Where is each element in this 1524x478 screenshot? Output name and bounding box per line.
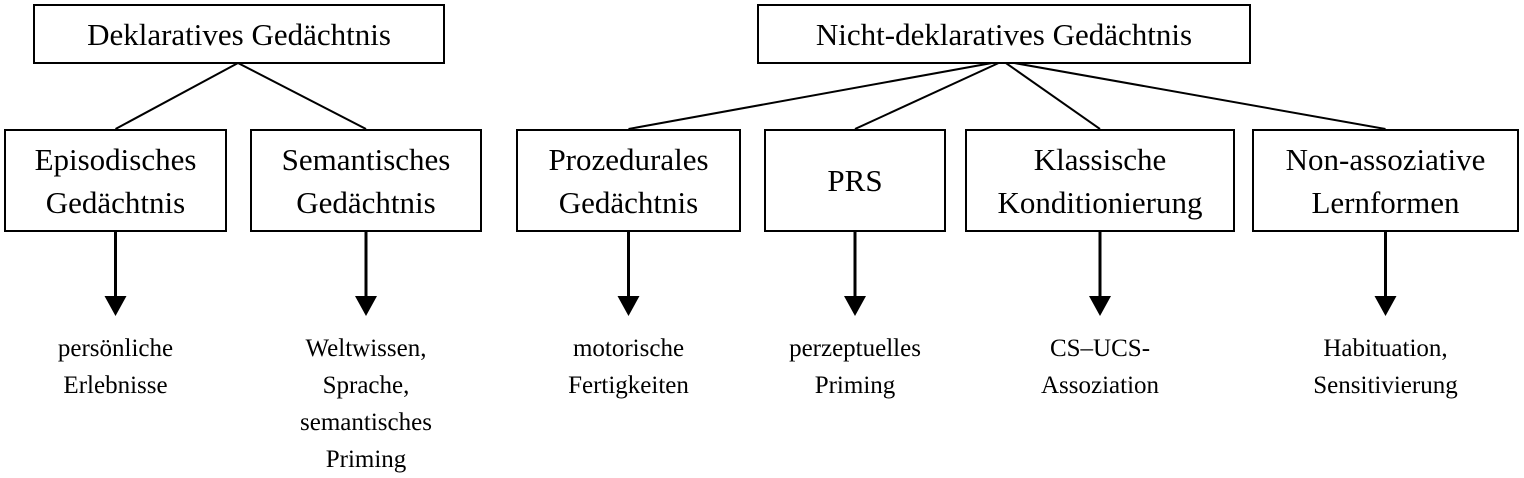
prs-outcome-line: perzeptuelles xyxy=(789,335,921,362)
episodic-memory-outcome-line: persönliche xyxy=(57,335,174,362)
connector-declarative-episodic-memory xyxy=(115,62,239,130)
classical-conditioning-label-line: Konditionierung xyxy=(997,184,1203,220)
procedural-memory-outcome-line: Fertigkeiten xyxy=(568,372,689,399)
connector-nondeclarative-classical-conditioning xyxy=(1002,60,1101,130)
non-associative-learning-outcome: Habituation, Sensitivierung xyxy=(1313,330,1457,404)
semantic-memory-arrowhead xyxy=(355,296,377,316)
procedural-memory-label-line: Gedächtnis xyxy=(558,184,699,220)
classical-conditioning-arrowhead xyxy=(1089,296,1111,316)
episodic-memory-arrowhead xyxy=(104,296,127,316)
prs-label-line: PRS xyxy=(827,163,883,198)
procedural-memory-label-line: Prozedurales xyxy=(548,141,709,177)
classical-conditioning-outcome-line: CS–UCS- xyxy=(1049,335,1151,362)
classical-conditioning-label-line: Klassische xyxy=(1033,141,1167,177)
root-declarative-memory-box: Deklaratives Gedächtnis xyxy=(33,4,445,64)
connector-nondeclarative-procedural-memory xyxy=(628,60,1004,130)
semantic-memory-outcome-line: semantisches xyxy=(300,409,432,436)
episodic-memory-label-line: Episodisches xyxy=(34,141,197,177)
non-associative-learning-label-line: Lernformen xyxy=(1311,184,1460,220)
prs-arrowhead xyxy=(844,296,866,316)
non-associative-learning-outcome-line: Sensitivierung xyxy=(1313,372,1458,399)
semantic-memory-outcome-line: Priming xyxy=(325,446,407,473)
procedural-memory-outcome-line: motorische xyxy=(572,335,685,362)
non-associative-learning-outcome-line: Habituation, xyxy=(1323,335,1448,362)
root-nondeclarative-memory-box: Nicht-deklaratives Gedächtnis xyxy=(757,4,1251,64)
semantic-memory-outcome-line: Sprache, xyxy=(322,372,410,399)
connector-nondeclarative-non-associative-learning xyxy=(1002,60,1386,130)
semantic-memory-label-line: Semantisches xyxy=(281,141,451,177)
non-associative-learning-label-line: Non-assoziative xyxy=(1285,141,1486,177)
prs-box: PRS xyxy=(764,129,946,232)
prs-outcome-line: Priming xyxy=(814,372,896,399)
episodic-memory-label-line: Gedächtnis xyxy=(45,184,186,220)
semantic-memory-outcome-line: Weltwissen, xyxy=(305,335,427,362)
semantic-memory-label-line: Gedächtnis xyxy=(296,184,436,220)
non-associative-learning-arrowhead xyxy=(1374,296,1397,316)
procedural-memory-arrowhead xyxy=(617,296,640,316)
classical-conditioning-outcome-line: Assoziation xyxy=(1040,372,1160,399)
connector-declarative-semantic-memory xyxy=(237,62,367,130)
episodic-memory-outcome-line: Erlebnisse xyxy=(63,372,168,399)
classical-conditioning-outcome: CS–UCS- Assoziation xyxy=(1041,330,1159,404)
root-declarative-label: Deklaratives Gedächtnis xyxy=(87,16,391,52)
connector-nondeclarative-prs xyxy=(854,60,1004,130)
root-nondeclarative-label: Nicht-deklaratives Gedächtnis xyxy=(815,16,1193,52)
